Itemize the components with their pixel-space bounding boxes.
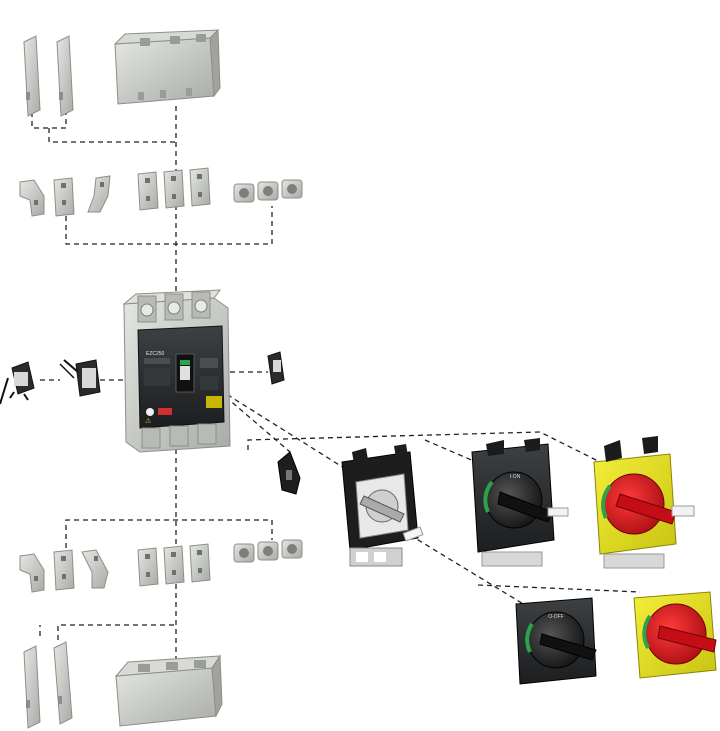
breaker-model-label: EZC250 bbox=[146, 351, 165, 357]
auxiliary-contact bbox=[0, 361, 35, 405]
terminal-shield-bottom-left bbox=[23, 645, 41, 729]
rotary-handle-adapter bbox=[277, 451, 301, 495]
straight-extensions-top bbox=[137, 167, 211, 211]
direct-rotary-handle bbox=[341, 444, 424, 567]
spreader-links-top bbox=[19, 175, 111, 217]
straight-extensions-bottom bbox=[137, 543, 211, 587]
extended-rotary-handle-black: I-ON bbox=[471, 438, 569, 567]
handle-off-label: O-OFF bbox=[548, 614, 564, 620]
spreader-links-bottom bbox=[19, 549, 109, 593]
lug-terminals-top bbox=[233, 179, 303, 203]
lug-terminals-bottom bbox=[233, 539, 303, 563]
door-handle-black: O-OFF bbox=[515, 597, 597, 685]
terminal-shield-bottom-right bbox=[53, 641, 73, 725]
terminal-shield-left bbox=[23, 35, 41, 117]
terminal-shield-right bbox=[56, 35, 74, 117]
handle-on-label: I-ON bbox=[510, 474, 521, 480]
warning-icon: ⚠ bbox=[145, 417, 151, 425]
terminal-cover-top bbox=[113, 28, 221, 105]
extended-rotary-handle-red-yellow bbox=[593, 436, 695, 569]
door-handle-red-yellow bbox=[633, 591, 717, 679]
terminal-cover-bottom bbox=[114, 654, 223, 727]
trip-alarm-contact bbox=[59, 359, 101, 397]
shunt-trip-module bbox=[267, 351, 285, 385]
circuit-breaker: EZC250 ⚠ bbox=[122, 289, 231, 453]
